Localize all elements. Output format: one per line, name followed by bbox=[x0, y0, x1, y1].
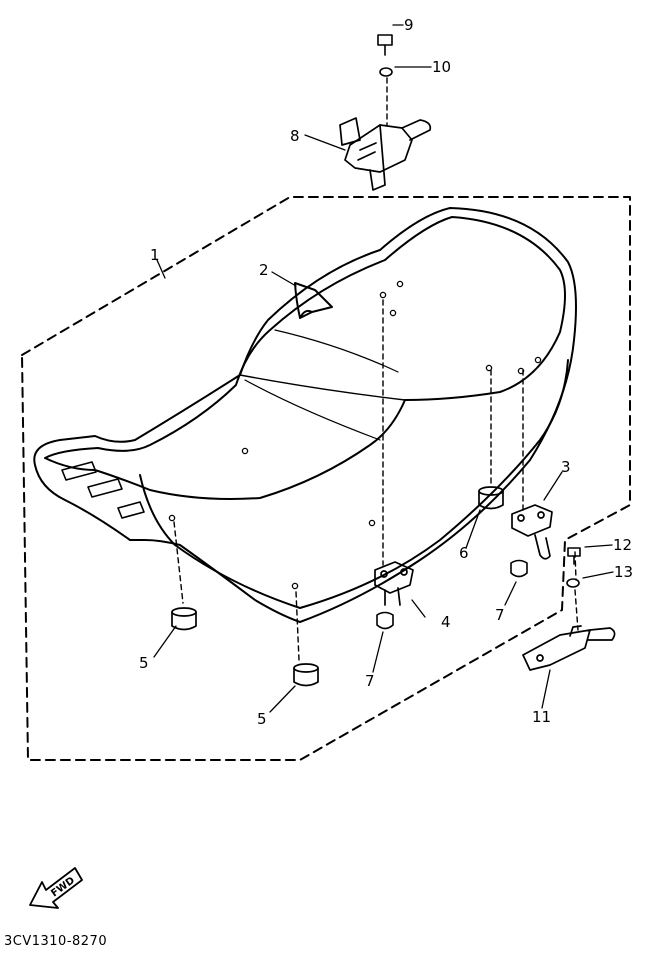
callout-7-left: 7 bbox=[365, 672, 375, 690]
callout-6: 6 bbox=[459, 544, 469, 562]
fwd-arrow-icon bbox=[29, 867, 83, 909]
seat-contour-line bbox=[239, 374, 406, 401]
bolt-part bbox=[377, 34, 393, 56]
grab-rail-slot bbox=[117, 501, 145, 519]
washer-part bbox=[566, 578, 580, 588]
grommet-part bbox=[376, 559, 528, 630]
seat-lock-part bbox=[339, 117, 432, 191]
callout-1: 1 bbox=[150, 246, 160, 264]
grab-rail-slot bbox=[87, 478, 123, 498]
callout-11: 11 bbox=[532, 708, 551, 726]
seat-bracket-part bbox=[511, 504, 553, 560]
seat-bracket-part bbox=[374, 561, 414, 606]
seat-damper-part bbox=[171, 607, 319, 687]
seat-side-edge bbox=[139, 359, 569, 609]
grab-rail-slot bbox=[61, 461, 97, 481]
callout-12: 12 bbox=[613, 536, 632, 554]
part-code: 3CV1310-8270 bbox=[4, 934, 108, 949]
seat-contour-line bbox=[244, 379, 381, 441]
callout-4: 4 bbox=[441, 613, 451, 631]
seat-piping bbox=[44, 216, 566, 500]
alignment-lines bbox=[173, 77, 579, 661]
washer-part bbox=[379, 67, 393, 77]
callout-9: 9 bbox=[404, 16, 414, 34]
seat-damper-part bbox=[478, 486, 504, 510]
seat-mounting-holes bbox=[168, 280, 542, 590]
seat-strap bbox=[294, 282, 333, 319]
callout-5-upper: 5 bbox=[139, 654, 149, 672]
seat-body bbox=[33, 207, 577, 623]
callout-3: 3 bbox=[561, 458, 571, 476]
assembly-boundary bbox=[21, 196, 631, 761]
callout-8: 8 bbox=[290, 127, 300, 145]
lock-hook-part bbox=[522, 625, 616, 671]
callout-leaders bbox=[153, 24, 614, 713]
callout-7-right: 7 bbox=[495, 606, 505, 624]
callout-2: 2 bbox=[259, 261, 269, 279]
seat-contour-line bbox=[274, 329, 399, 373]
callout-13: 13 bbox=[614, 563, 633, 581]
callout-10: 10 bbox=[432, 58, 451, 76]
callout-5-lower: 5 bbox=[257, 710, 267, 728]
bolt-part bbox=[567, 547, 581, 565]
